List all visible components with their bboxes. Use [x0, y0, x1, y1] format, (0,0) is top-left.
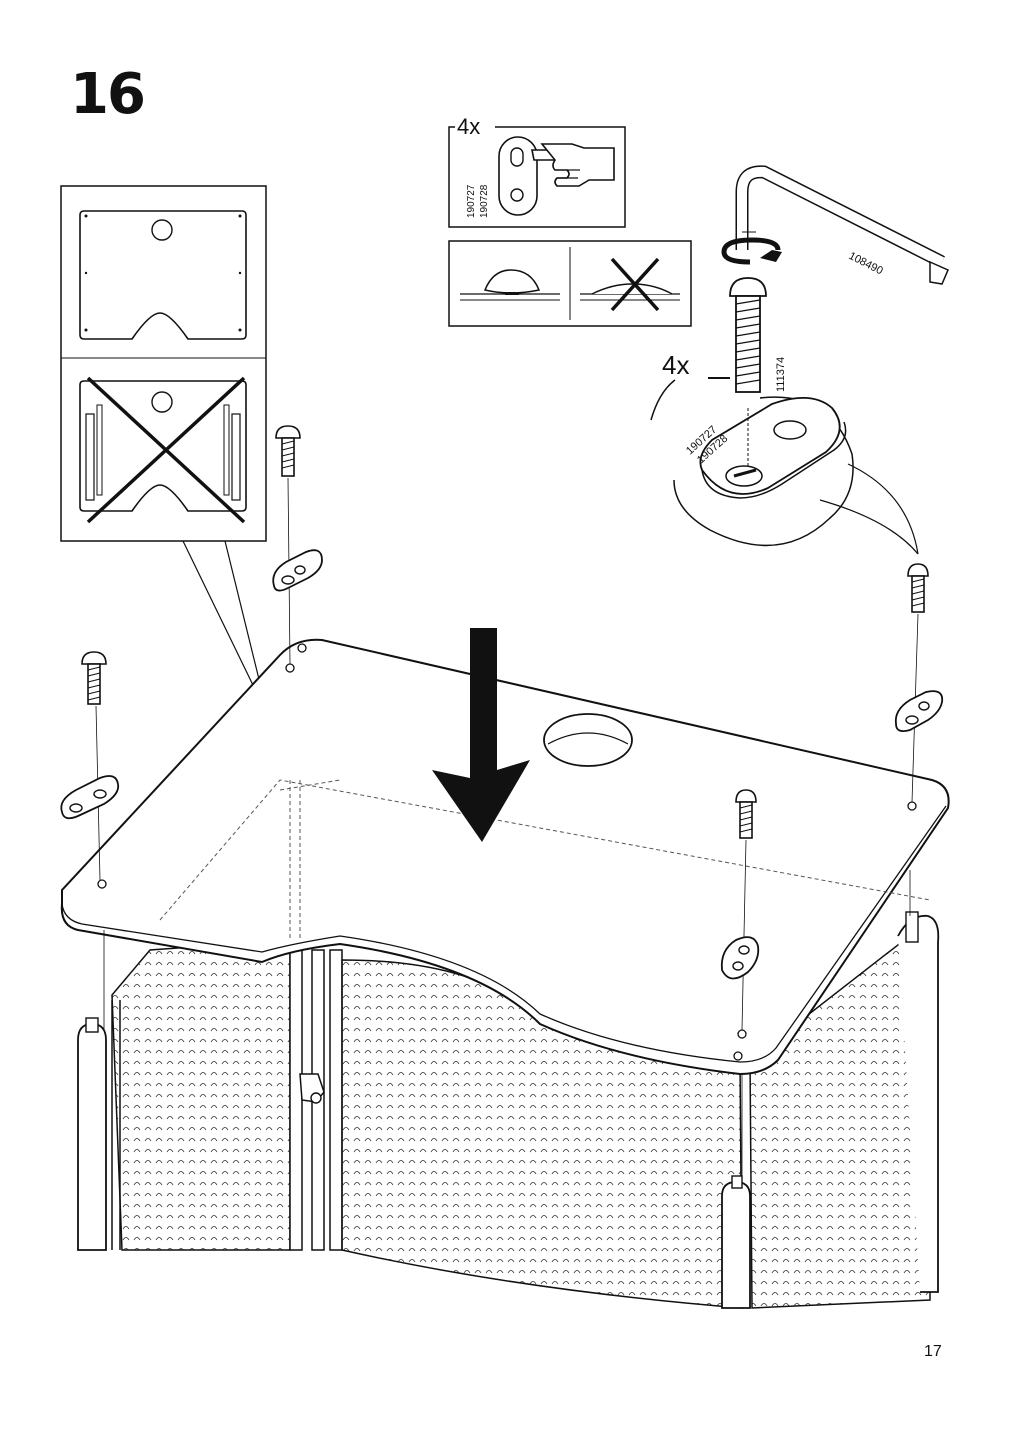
corner-post-right [721, 1175, 751, 1309]
screw-icon [735, 789, 757, 839]
screw-plate-set-3 [894, 563, 944, 803]
down-arrow-icon [432, 628, 530, 842]
rotate-arrow-icon [721, 237, 782, 265]
cable-hole [543, 713, 633, 767]
panel-orientation-callout [60, 185, 269, 717]
screw-part-number: 111374 [775, 357, 787, 392]
plate-icon [720, 936, 760, 980]
screw-plate-set-1 [60, 651, 120, 881]
panel-correct-view [79, 210, 247, 340]
corner-post-middle [289, 949, 343, 1251]
corner-post-left [77, 1000, 121, 1251]
plate-icon [272, 549, 323, 592]
screw-detail-callout: 108490 4x 111374 190727 190728 [650, 165, 949, 555]
panel-wrong-view [79, 376, 247, 524]
screw-plate-set-2 [272, 425, 323, 665]
fitting-quantity: 4x [457, 114, 480, 139]
tool-part-number: 108490 [847, 250, 885, 277]
screw-icon [729, 277, 767, 393]
fitting-part-number-1: 190727 [466, 184, 477, 218]
screw-icon [907, 563, 929, 613]
fitting-correct-view [460, 269, 560, 301]
corner-post-back-right [897, 911, 940, 1293]
plate-icon [894, 690, 944, 733]
screw-plate-set-4 [720, 789, 760, 1031]
screw-icon [81, 651, 107, 705]
screw-icon [275, 425, 301, 477]
plate-icon [60, 775, 120, 820]
fitting-side-view-callout [448, 240, 692, 327]
fitting-wrong-view [580, 257, 680, 312]
hand-icon [531, 143, 615, 187]
page-number: 17 [924, 1343, 942, 1360]
screw-quantity: 4x [662, 350, 689, 380]
allen-key-icon [735, 165, 949, 285]
plate-top-view [498, 136, 538, 216]
step-number: 16 [70, 62, 146, 127]
plate-detail-icon [699, 396, 847, 499]
fitting-part-number-2: 190728 [479, 184, 490, 218]
fitting-orientation-callout: 4x 190727 190728 [448, 114, 626, 228]
